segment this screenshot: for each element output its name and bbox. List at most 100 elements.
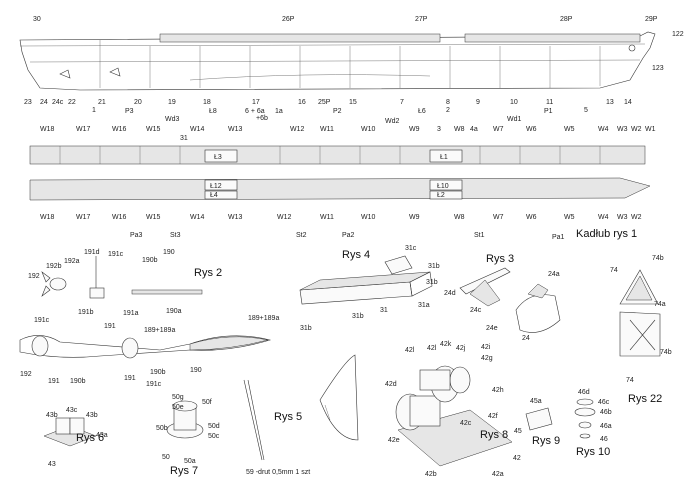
label-189-189a: 189+189a bbox=[144, 327, 175, 334]
label-46b: 46b bbox=[600, 409, 612, 416]
rys22-frames: 74 74b 74a 74b 74 Rys 22 bbox=[610, 255, 672, 405]
label-15: 15 bbox=[349, 99, 357, 106]
label-w7-upper: W7 bbox=[493, 126, 504, 133]
label-w18-lower: W18 bbox=[40, 214, 55, 221]
label-27p: 27P bbox=[415, 16, 428, 23]
label-1: 1 bbox=[92, 107, 96, 114]
label-42a: 42a bbox=[492, 471, 504, 478]
label-w5-upper: W5 bbox=[564, 126, 575, 133]
label-w5-lower: W5 bbox=[564, 214, 575, 221]
label-18: 18 bbox=[203, 99, 211, 106]
deck-plan-lower bbox=[29, 177, 651, 201]
rys5-caption: 59 -drut 0,5mm 1 szt bbox=[246, 469, 310, 476]
label-22: 22 bbox=[68, 99, 76, 106]
label-42: 42 bbox=[513, 455, 521, 462]
label-w2-upper: W2 bbox=[631, 126, 642, 133]
rys2-title: Rys 2 bbox=[194, 267, 222, 279]
label-11: 11 bbox=[546, 99, 553, 106]
rys3-labels: 24d 24c 24e 24a 24 bbox=[444, 271, 560, 342]
label-50d: 50d bbox=[208, 423, 220, 430]
rys4-deck-house: Rys 4 31c 31b 31b 31b 31 31a 31b bbox=[299, 245, 440, 332]
rys10-part: 46d 46c 46b 46a 46 Rys 10 bbox=[574, 389, 612, 458]
label-st2: St2 bbox=[296, 232, 307, 239]
rys2-propeller-shafts: Rys 2 191d 191c 192b 192a 192 191b 191 1… bbox=[19, 249, 279, 388]
label-w16-lower: W16 bbox=[112, 214, 127, 221]
label-190a: 190a bbox=[166, 308, 182, 315]
label-31c: 31c bbox=[405, 245, 417, 252]
label-st3: St3 bbox=[170, 232, 181, 239]
label-74b-top: 74b bbox=[652, 255, 664, 262]
label-191-lower: 191 bbox=[48, 378, 60, 385]
rys4-title: Rys 4 bbox=[342, 249, 370, 261]
deck-plan-upper bbox=[29, 145, 646, 165]
label-w12-lower: W12 bbox=[277, 214, 292, 221]
label-191: 191 bbox=[104, 323, 116, 330]
label-l8: Ł8 bbox=[209, 108, 217, 115]
label-pa2: Pa2 bbox=[342, 232, 355, 239]
label-w4-lower: W4 bbox=[598, 214, 609, 221]
label-19: 19 bbox=[168, 99, 176, 106]
rys4-labels: 31c 31b 31b 31b 31 31a bbox=[300, 245, 440, 332]
label-8: 8 bbox=[446, 99, 450, 106]
hull-top-labels: 30 26P 27P 28P 29P 122 123 bbox=[33, 16, 684, 72]
label-14: 14 bbox=[624, 99, 632, 106]
label-43: 43 bbox=[48, 461, 56, 468]
label-10: 10 bbox=[510, 99, 518, 106]
label-50e: 50e bbox=[172, 404, 184, 411]
rys6-part: 43b 43c 43b 43a 43 Rys 6 bbox=[43, 407, 108, 468]
label-190: 190 bbox=[163, 249, 175, 256]
label-192b: 192b bbox=[46, 263, 62, 270]
label-42l-a: 42l bbox=[405, 347, 415, 354]
label-50f: 50f bbox=[202, 399, 212, 406]
label-23: 23 bbox=[24, 99, 32, 106]
label-st1: St1 bbox=[474, 232, 485, 239]
label-31a: 31a bbox=[418, 302, 430, 309]
label-31: 31 bbox=[380, 307, 388, 314]
label-20: 20 bbox=[134, 99, 142, 106]
label-42c: 42c bbox=[460, 420, 472, 427]
label-24a: 24a bbox=[548, 271, 560, 278]
label-l10: Ł10 bbox=[437, 183, 449, 190]
label-43c: 43c bbox=[66, 407, 78, 414]
rys8-labels: 42l 42l 42k 42j 42i 42g 42d 42h 42f 42c … bbox=[385, 341, 521, 478]
label-6-6a: 6 + 6a bbox=[245, 108, 265, 115]
label-w10-upper: W10 bbox=[361, 126, 376, 133]
label-191b: 191b bbox=[78, 309, 94, 316]
label-l2: Ł2 bbox=[437, 192, 445, 199]
label-43a: 43a bbox=[96, 432, 108, 439]
label-w14-upper: W14 bbox=[190, 126, 205, 133]
label-w1-upper: W1 bbox=[645, 126, 656, 133]
rys9-title: Rys 9 bbox=[532, 435, 560, 447]
rys9-part: 45a 45 Rys 9 bbox=[514, 398, 560, 447]
label-6b: +6b bbox=[256, 115, 268, 122]
label-4a: 4a bbox=[470, 126, 478, 133]
deck-upper-extra-labels: 1 P3 31 Ł8 1a P2 Wd3 Wd2 Ł6 3 4a Wd1 P1 … bbox=[92, 107, 553, 161]
label-l12: Ł12 bbox=[210, 183, 222, 190]
label-wd2: Wd2 bbox=[385, 118, 400, 125]
rys7-capstan: 50g 50e 50f 50d 50b 50c 50 50a Rys 7 bbox=[156, 394, 220, 477]
label-24c: 24c bbox=[52, 99, 64, 106]
label-7: 7 bbox=[400, 99, 404, 106]
label-189-189a-right: 189+189a bbox=[248, 315, 279, 322]
hull-side-view bbox=[19, 31, 656, 91]
label-42k: 42k bbox=[440, 341, 452, 348]
label-w9-upper: W9 bbox=[409, 126, 420, 133]
hull-plan-title: Kadłub rys 1 bbox=[576, 228, 637, 240]
rys7-title: Rys 7 bbox=[170, 465, 198, 477]
label-50b: 50b bbox=[156, 425, 168, 432]
deck-upper-row-labels: W18 W17 W16 W15 W14 W13 W12 W11 W10 W9 W… bbox=[40, 126, 656, 133]
label-2: 2 bbox=[446, 107, 450, 114]
label-74-bottom: 74 bbox=[626, 377, 634, 384]
rys8-title: Rys 8 bbox=[480, 429, 508, 441]
rys8-winch: 42l 42l 42k 42j 42i 42g 42d 42h 42f 42c … bbox=[385, 341, 521, 478]
label-74b-bottom: 74b bbox=[660, 349, 672, 356]
label-w16-upper: W16 bbox=[112, 126, 127, 133]
label-w15-upper: W15 bbox=[146, 126, 161, 133]
label-25p: 25P bbox=[318, 99, 331, 106]
label-46c: 46c bbox=[598, 399, 610, 406]
label-31b-mid: 31b bbox=[352, 313, 364, 320]
label-190b-lower-b: 190b bbox=[150, 369, 166, 376]
label-192-lower: 192 bbox=[20, 371, 32, 378]
label-43b-right: 43b bbox=[86, 412, 98, 419]
